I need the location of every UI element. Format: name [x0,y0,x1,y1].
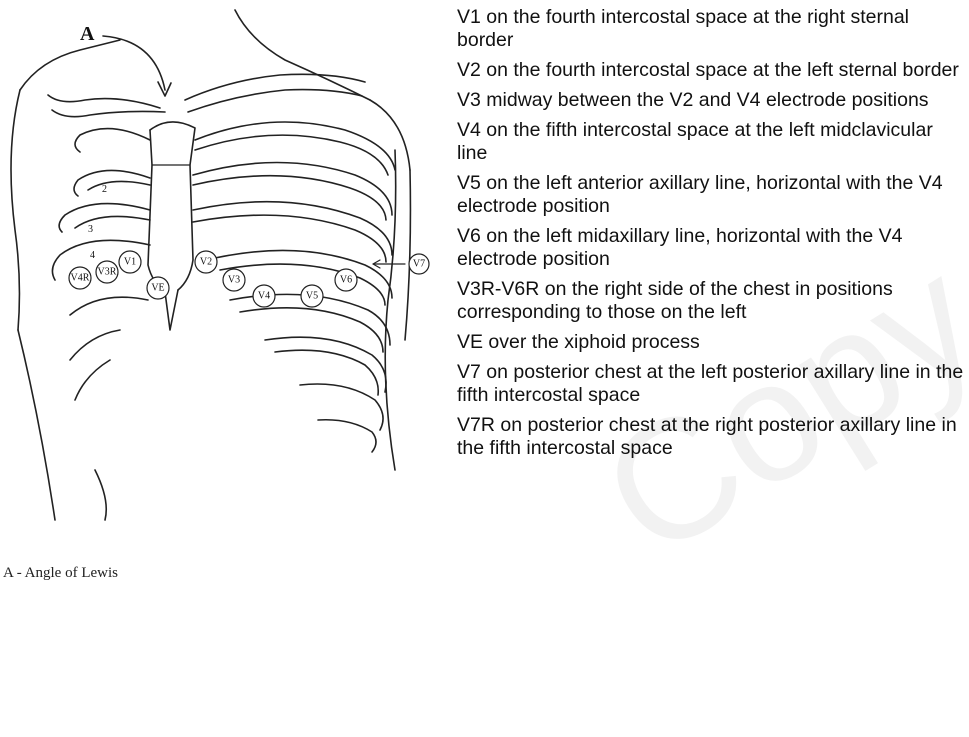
description-v7: V7 on posterior chest at the left poster… [457,361,967,407]
rib-number: 3 [88,224,93,235]
description-v5: V5 on the left anterior axillary line, h… [457,172,967,218]
electrode-v4: V4 [253,285,275,307]
svg-text:V6: V6 [340,274,352,285]
pointer-label: A [80,23,95,45]
svg-text:V7: V7 [413,258,425,269]
clavicles [48,74,365,116]
diagram-caption: A - Angle of Lewis [3,565,118,582]
description-v3: V3 midway between the V2 and V4 electrod… [457,89,967,112]
description-v1: V1 on the fourth intercostal space at th… [457,6,967,52]
svg-text:V2: V2 [200,256,212,267]
description-v2: V2 on the fourth intercostal space at th… [457,59,967,82]
chest-diagram: A 2 3 4 V1 V2 V3 V4 [0,0,430,600]
electrode-v6: V6 [335,269,357,291]
svg-text:V3R: V3R [98,266,117,277]
electrode-ve: VE [147,277,169,299]
electrode-v5: V5 [301,285,323,307]
electrode-v2: V2 [195,251,217,273]
description-ve: VE over the xiphoid process [457,331,967,354]
svg-text:V4: V4 [258,290,270,301]
electrode-v3r: V3R [96,261,118,283]
description-v7r: V7R on posterior chest at the right post… [457,414,967,460]
description-v4: V4 on the fifth intercostal space at the… [457,119,967,165]
electrode-description-list: V1 on the fourth intercostal space at th… [457,6,967,467]
svg-text:VE: VE [151,282,164,293]
svg-text:V1: V1 [124,256,136,267]
rib-numbers: 2 3 4 [88,184,107,261]
electrode-v7: V7 [373,254,429,274]
svg-text:V4R: V4R [71,272,90,283]
electrode-v3: V3 [223,269,245,291]
left-ribs [193,122,395,452]
rib-number: 4 [90,250,95,261]
electrode-v1: V1 [119,251,141,273]
rib-number: 2 [102,184,107,195]
angle-of-lewis-pointer: A [80,23,171,96]
description-v3r-v6r: V3R-V6R on the right side of the chest i… [457,278,967,324]
svg-text:V5: V5 [306,290,318,301]
description-v6: V6 on the left midaxillary line, horizon… [457,225,967,271]
electrode-markers: V1 V2 V3 V4 V5 V6 [69,251,429,307]
electrode-v4r: V4R [69,267,91,289]
svg-text:V3: V3 [228,274,240,285]
